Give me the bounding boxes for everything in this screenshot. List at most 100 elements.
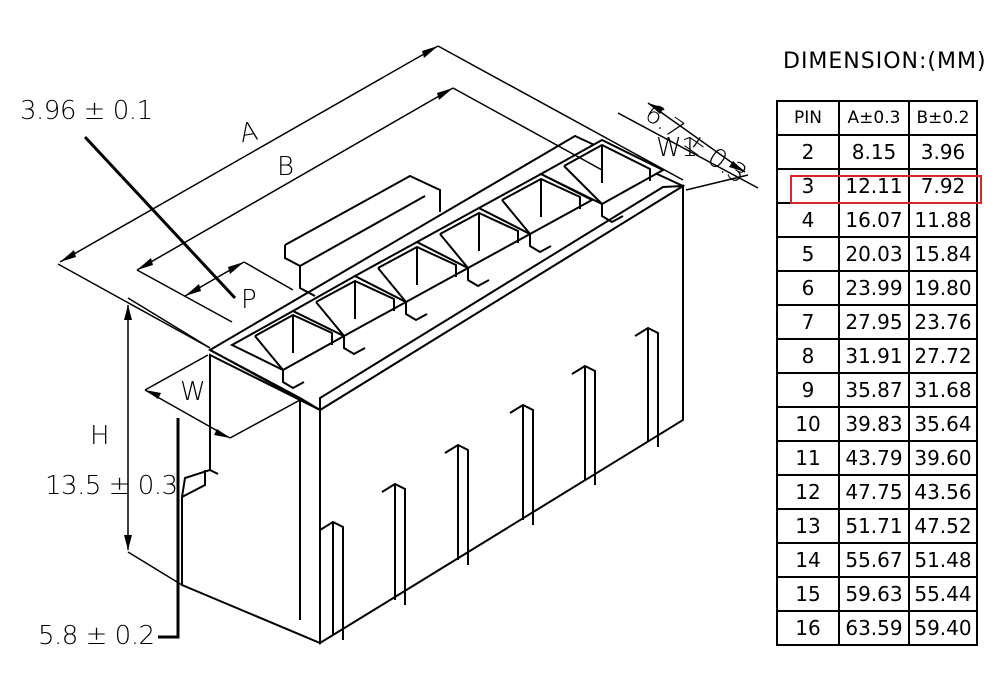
label-w1: W1	[656, 133, 698, 163]
extension-b-right	[453, 88, 602, 170]
left-notch-step	[210, 470, 218, 474]
cell-b: 39.60	[908, 440, 978, 476]
header-b: B±0.2	[908, 100, 978, 136]
cavity-4	[417, 208, 530, 286]
cell-pin: 2	[776, 134, 840, 170]
cell-a: 43.79	[838, 440, 910, 476]
extension-a-left	[58, 264, 210, 348]
left-notch	[182, 470, 205, 497]
cell-pin: 4	[776, 202, 840, 238]
cell-a: 39.83	[838, 406, 910, 442]
dimension-lines	[58, 46, 758, 585]
label-w: W	[180, 377, 206, 407]
cell-pin: 9	[776, 372, 840, 408]
arrowheads	[60, 46, 745, 550]
extension-w-right	[230, 400, 300, 438]
cell-a: 59.63	[838, 576, 910, 612]
cell-pin: 7	[776, 304, 840, 340]
cavity-6	[541, 140, 663, 222]
latch-top	[285, 176, 440, 245]
cell-a: 47.75	[838, 474, 910, 510]
cell-pin: 13	[776, 508, 840, 544]
slot-6	[635, 328, 658, 447]
cell-b: 31.68	[908, 372, 978, 408]
cell-b: 19.80	[908, 270, 978, 306]
slot-4	[510, 405, 533, 525]
label-h: H	[90, 421, 110, 451]
cell-pin: 15	[776, 576, 840, 612]
dim-line-w	[145, 390, 230, 438]
label-pitch: 3.96 ± 0.1	[20, 96, 153, 126]
dim-line-b	[137, 88, 453, 270]
cavity-2	[293, 276, 406, 354]
extension-w-left	[145, 355, 208, 390]
cell-pin: 10	[776, 406, 840, 442]
cell-b: 23.76	[908, 304, 978, 340]
cell-a: 55.67	[838, 542, 910, 578]
extension-w1-bottom	[686, 175, 748, 190]
label-height: 13.5 ± 0.3	[45, 471, 178, 501]
deck-lip	[320, 186, 683, 410]
table-header-row: PIN A±0.3 B±0.2	[776, 100, 978, 136]
cell-a: 12.11	[838, 168, 910, 204]
cell-b: 15.84	[908, 236, 978, 272]
extension-w1-top	[618, 113, 758, 188]
highlight-box	[790, 175, 982, 204]
cell-b: 7.92	[908, 168, 978, 204]
leader-pitch	[85, 137, 235, 298]
cell-pin: 14	[776, 542, 840, 578]
cell-pin: 12	[776, 474, 840, 510]
cell-a: 31.91	[838, 338, 910, 374]
latch-edge	[300, 196, 425, 266]
cell-b: 35.64	[908, 406, 978, 442]
cell-b: 27.72	[908, 338, 978, 374]
cell-a: 20.03	[838, 236, 910, 272]
cell-b: 51.48	[908, 542, 978, 578]
leader-base	[158, 418, 178, 637]
connector-housing	[182, 136, 683, 643]
label-p: P	[241, 285, 257, 315]
cavity-3	[355, 242, 468, 320]
dim-line-a	[60, 46, 438, 262]
slot-3	[445, 445, 468, 565]
cell-a: 23.99	[838, 270, 910, 306]
table-title: DIMENSION:(MM)	[783, 49, 987, 74]
label-b: B	[277, 152, 294, 182]
deck-front-edge	[210, 350, 320, 410]
cell-a: 8.15	[838, 134, 910, 170]
dim-line-w1	[648, 103, 745, 172]
extension-b-left	[137, 270, 232, 322]
header-pin: PIN	[776, 100, 840, 136]
slot-1	[320, 522, 343, 640]
cell-b: 59.40	[908, 610, 978, 646]
extension-h-top	[128, 298, 210, 348]
extension-h-bottom	[128, 552, 182, 585]
cell-pin: 16	[776, 610, 840, 646]
cell-pin: 8	[776, 338, 840, 374]
cell-pin: 6	[776, 270, 840, 306]
cell-a: 35.87	[838, 372, 910, 408]
cell-pin: 5	[776, 236, 840, 272]
extension-p	[244, 262, 293, 290]
cell-b: 47.52	[908, 508, 978, 544]
cell-a: 63.59	[838, 610, 910, 646]
slot-2	[382, 484, 405, 605]
header-a: A±0.3	[838, 100, 910, 136]
label-base: 5.8 ± 0.2	[38, 621, 155, 651]
